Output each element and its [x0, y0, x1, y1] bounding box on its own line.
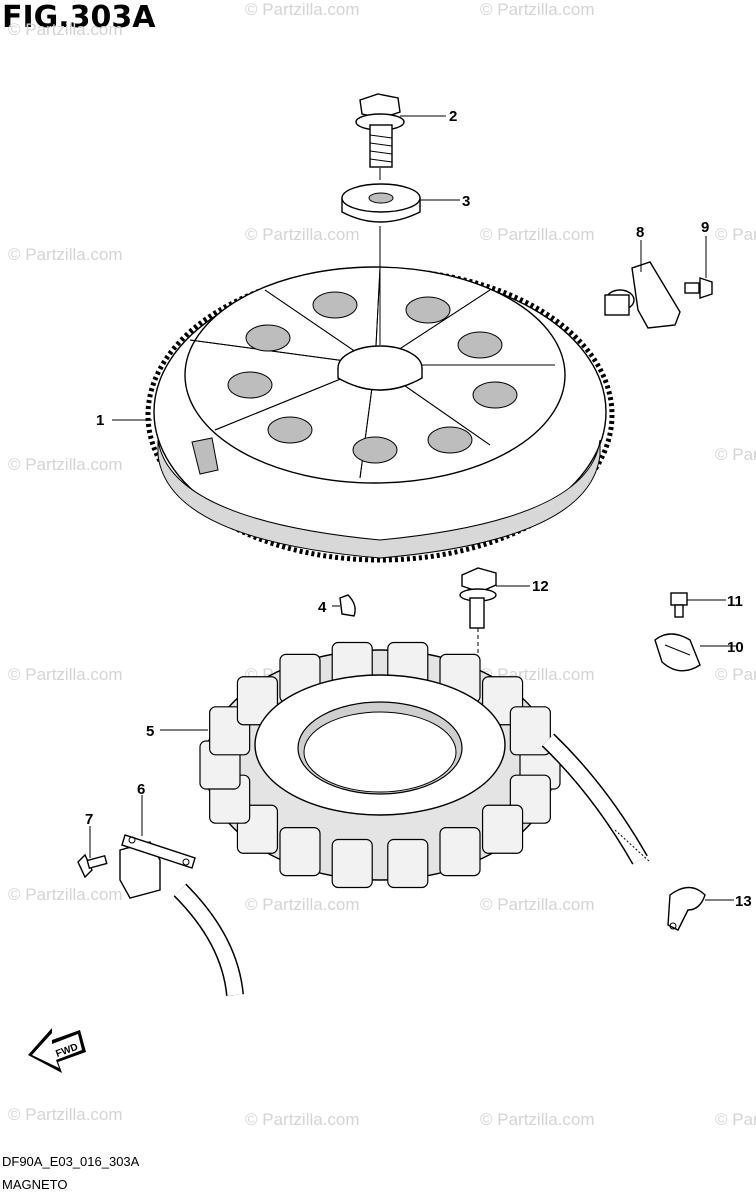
flywheel: [145, 266, 615, 563]
clamp-bolt: [670, 592, 688, 618]
pulser-coil: [119, 834, 244, 997]
watermark: © Partzilla.com: [245, 895, 360, 914]
watermark: © Partzilla.com: [715, 225, 756, 244]
sensor-bolt: [684, 277, 713, 299]
watermark: © Partzilla.com: [8, 665, 123, 684]
wire-clamp: [654, 633, 701, 672]
figure-code: DF90A_E03_016_303A: [2, 1154, 140, 1169]
watermark: © Partzilla.com: [480, 895, 595, 914]
callout-4: 4: [318, 599, 327, 616]
stator-coil: [279, 827, 321, 877]
callout-10: 10: [727, 639, 744, 656]
flywheel-bolt: [355, 93, 405, 168]
stator-coil: [509, 706, 551, 756]
section-name: MAGNETO: [2, 1177, 68, 1192]
figure-title: FIG.303A: [2, 0, 156, 35]
watermark: © Partzilla.com: [480, 0, 595, 19]
callout-2: 2: [449, 108, 457, 125]
watermark: © Partzilla.com: [480, 225, 595, 244]
callout-9: 9: [701, 219, 709, 236]
callout-7: 7: [85, 811, 93, 828]
callout-12: 12: [532, 578, 549, 595]
watermark: © Partzilla.com: [8, 20, 123, 39]
watermark: © Partzilla.com: [715, 1110, 756, 1129]
fwd-direction-arrow: FWD: [28, 1028, 86, 1073]
callout-6: 6: [137, 781, 145, 798]
watermark: © Partzilla.com: [245, 0, 360, 19]
watermark: © Partzilla.com: [715, 445, 756, 464]
washer: [341, 183, 421, 223]
stator-bolt: [459, 567, 497, 629]
callout-5: 5: [146, 723, 154, 740]
callout-1: 1: [96, 412, 104, 429]
stator-coil: [439, 827, 481, 877]
watermark: © Partzilla.com: [715, 665, 756, 684]
watermark: © Partzilla.com: [480, 1110, 595, 1129]
stator-coil: [387, 838, 429, 889]
watermark: © Partzilla.com: [8, 245, 123, 264]
watermark: © Partzilla.com: [8, 885, 123, 904]
callout-leaders: [89, 115, 738, 901]
callout-11: 11: [727, 593, 743, 610]
crank-position-sensor: [604, 261, 681, 329]
stator-coil: [481, 804, 524, 854]
watermark: © Partzilla.com: [245, 1110, 360, 1129]
callout-3: 3: [462, 193, 470, 210]
callout-8: 8: [636, 224, 644, 241]
stator-coil: [236, 676, 279, 726]
watermark-layer: © Partzilla.com © Partzilla.com © Partzi…: [8, 0, 756, 1129]
harness-clamp: [667, 886, 706, 931]
callout-13: 13: [735, 893, 752, 910]
stator: [199, 641, 651, 889]
woodruff-key: [339, 594, 356, 617]
pulser-screw: [77, 853, 108, 879]
callout-labels: 1 2 3 4 5 6 7 8 9 10 11 12 13: [85, 108, 752, 910]
watermark: © Partzilla.com: [8, 1105, 123, 1124]
stator-coil: [331, 838, 373, 889]
watermark: © Partzilla.com: [245, 225, 360, 244]
watermark: © Partzilla.com: [8, 455, 123, 474]
